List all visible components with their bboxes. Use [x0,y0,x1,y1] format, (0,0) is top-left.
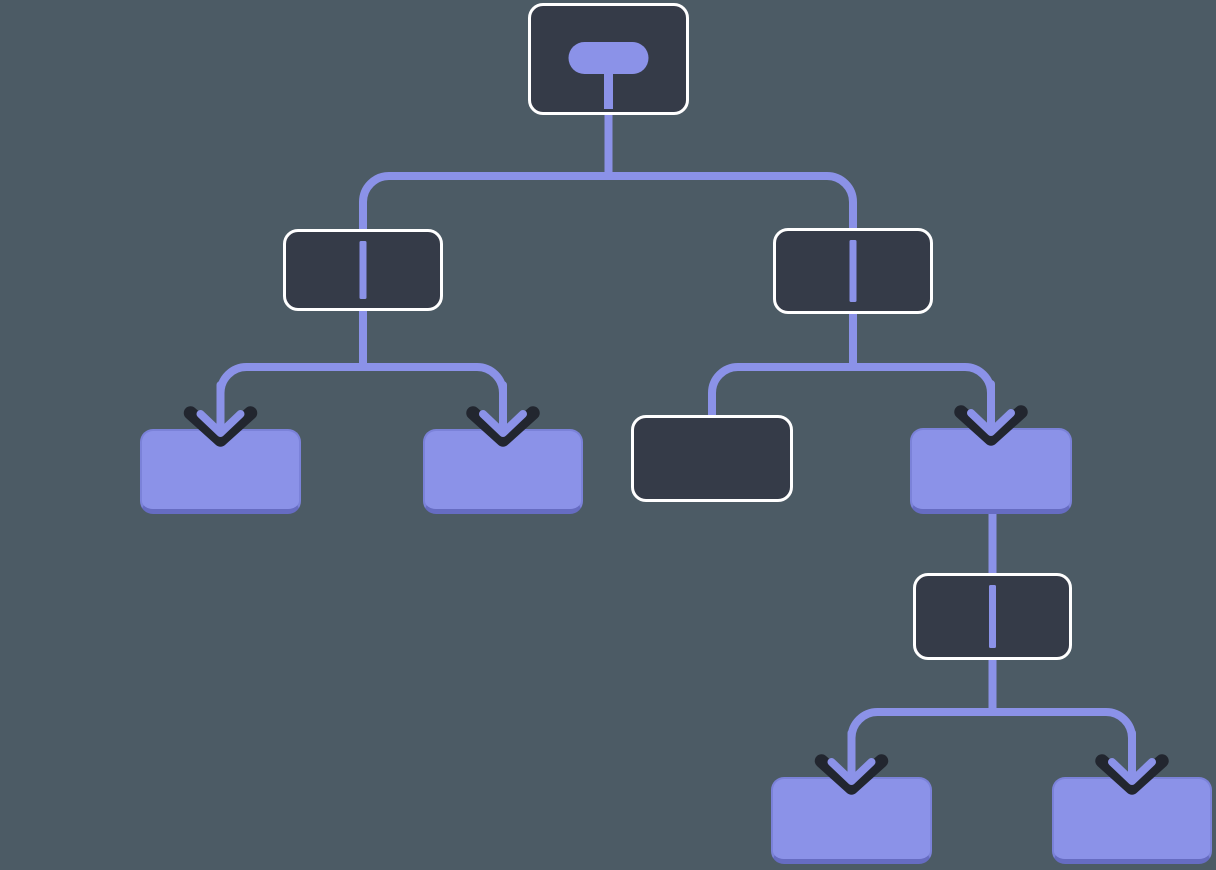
tree-node-leaf-e[interactable] [1052,777,1212,864]
tree-node-leaf-d[interactable] [771,777,932,864]
tree-node-branch-right[interactable] [773,228,933,314]
tree-node-branch-left[interactable] [283,229,443,311]
tree-node-leaf-a[interactable] [140,429,301,514]
tree-node-dark-leaf[interactable] [631,415,793,502]
tree-node-pass-node[interactable] [913,573,1072,660]
tree-node-root[interactable] [528,3,689,115]
tree-node-leaf-b[interactable] [423,429,583,514]
tree-node-leaf-c[interactable] [910,428,1072,514]
